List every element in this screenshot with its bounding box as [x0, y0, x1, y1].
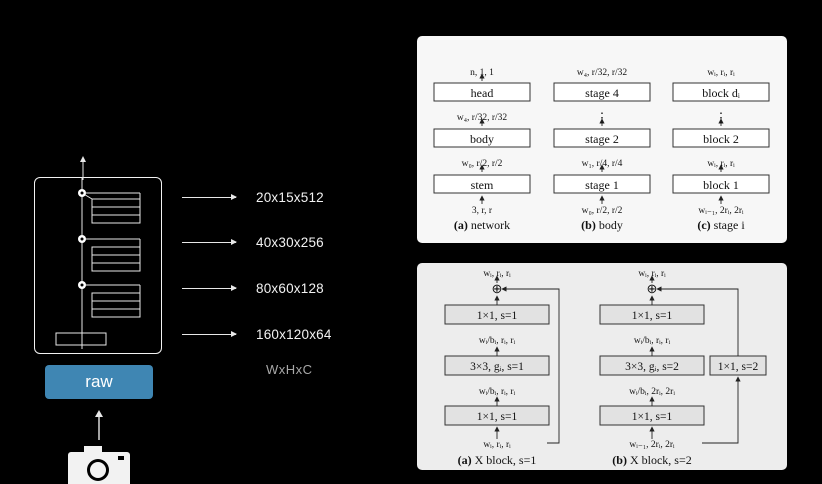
text-stage1: stage 1: [585, 178, 619, 192]
s2-label-3: wᵢ₋₁, 2rᵢ, 2rᵢ: [629, 440, 675, 450]
text-block-di: block dᵢ: [702, 86, 740, 100]
caption-network: (a) network: [454, 218, 510, 232]
body-block-stage4: [553, 82, 651, 102]
stage-label-0: wᵢ, rᵢ, rᵢ: [707, 68, 735, 78]
s1-label-3: wᵢ, rᵢ, rᵢ: [483, 440, 511, 450]
feature-map-label-2: 40x30x256: [256, 235, 324, 250]
x-block-panel: ⊕ ⊕ 1×1, s=1 3×3, gᵢ, s=1 1×1, s=1 1×1, …: [417, 263, 787, 470]
s1-conv-mid-text: 3×3, gᵢ, s=1: [470, 361, 524, 373]
output-arrow: [80, 156, 86, 180]
s2-label-1: wᵢ/bᵢ, rᵢ, rᵢ: [634, 336, 671, 346]
stage-block-di: [672, 82, 770, 102]
network-structure-figure: head body stem stage 4 stage 2 stage 1 b…: [433, 68, 770, 232]
camera-icon: [68, 446, 130, 484]
x-block-figure: ⊕ ⊕ 1×1, s=1 3×3, gᵢ, s=1 1×1, s=1 1×1, …: [444, 269, 767, 467]
s1-label-0: wᵢ, rᵢ, rᵢ: [483, 269, 511, 279]
stage-block-2: [672, 128, 770, 148]
body-block-stage2: [553, 128, 651, 148]
caption-block-s1: (a) X block, s=1: [458, 453, 537, 467]
stage-block-1: [672, 174, 770, 194]
s1-conv-bottom-text: 1×1, s=1: [477, 411, 518, 423]
text-stage4: stage 4: [585, 86, 619, 100]
s1-add-icon: ⊕: [492, 281, 503, 296]
caption-body: (b) body: [581, 218, 623, 232]
body-block-stage1: [553, 174, 651, 194]
fm-arrow-2: [182, 238, 237, 246]
s2-shortcut-text: 1×1, s=2: [718, 361, 759, 373]
net-block-head: [433, 82, 531, 102]
s2-label-2: wᵢ/bᵢ, 2rᵢ, 2rᵢ: [629, 387, 675, 397]
caption-block-s2: (b) X block, s=2: [612, 453, 691, 467]
fm-arrow-1: [182, 193, 237, 201]
body-label-1: w₁, r/4, r/4: [582, 159, 623, 169]
raw-input-button[interactable]: raw: [45, 365, 153, 399]
net-label-3: 3, r, r: [472, 206, 493, 216]
text-block-2: block 2: [703, 132, 739, 146]
feature-map-label-3: 80x60x128: [256, 281, 324, 296]
net-block-body: [433, 128, 531, 148]
backbone-diagram: [34, 176, 162, 354]
stage-ellipsis: ⋮: [715, 110, 728, 125]
s1-conv-top-text: 1×1, s=1: [477, 310, 518, 322]
s2-label-0: wᵢ, rᵢ, rᵢ: [638, 269, 666, 279]
backbone-structure: [55, 176, 140, 349]
net-label-0: n, 1, 1: [470, 68, 494, 78]
stage-label-1: wᵢ, rᵢ, rᵢ: [707, 159, 735, 169]
caption-stage: (c) stage i: [697, 218, 745, 232]
camera-arrow: [95, 410, 103, 440]
body-label-2: w₀, r/2, r/2: [582, 206, 623, 216]
net-label-1: w₄, r/32, r/32: [457, 113, 508, 123]
s1-label-1: wᵢ/bᵢ, rᵢ, rᵢ: [479, 336, 516, 346]
text-head: head: [471, 86, 494, 100]
text-stage2: stage 2: [585, 132, 619, 146]
s2-conv-mid-text: 3×3, gᵢ, s=2: [625, 361, 679, 373]
stage-label-2: wᵢ₋₁, 2rᵢ, 2rᵢ: [698, 206, 744, 216]
text-stem: stem: [471, 178, 494, 192]
feature-map-label-4: 160x120x64: [256, 327, 332, 342]
s2-conv-bottom-text: 1×1, s=1: [632, 411, 673, 423]
body-label-0: w₄, r/32, r/32: [577, 68, 628, 78]
text-block-1: block 1: [703, 178, 739, 192]
text-body: body: [470, 132, 494, 146]
s1-label-2: wᵢ/bᵢ, rᵢ, rᵢ: [479, 387, 516, 397]
net-block-stem: [433, 174, 531, 194]
s2-conv-top-text: 1×1, s=1: [632, 310, 673, 322]
feature-map-label-1: 20x15x512: [256, 190, 324, 205]
network-structure-panel: head body stem stage 4 stage 2 stage 1 b…: [417, 36, 787, 243]
fm-arrow-3: [182, 284, 237, 292]
fm-arrow-4: [182, 330, 237, 338]
s2-add-icon: ⊕: [647, 281, 658, 296]
dims-caption: WxHxC: [266, 362, 313, 377]
body-ellipsis: ⋮: [596, 110, 609, 125]
net-label-2: w₀, r/2, r/2: [462, 159, 503, 169]
